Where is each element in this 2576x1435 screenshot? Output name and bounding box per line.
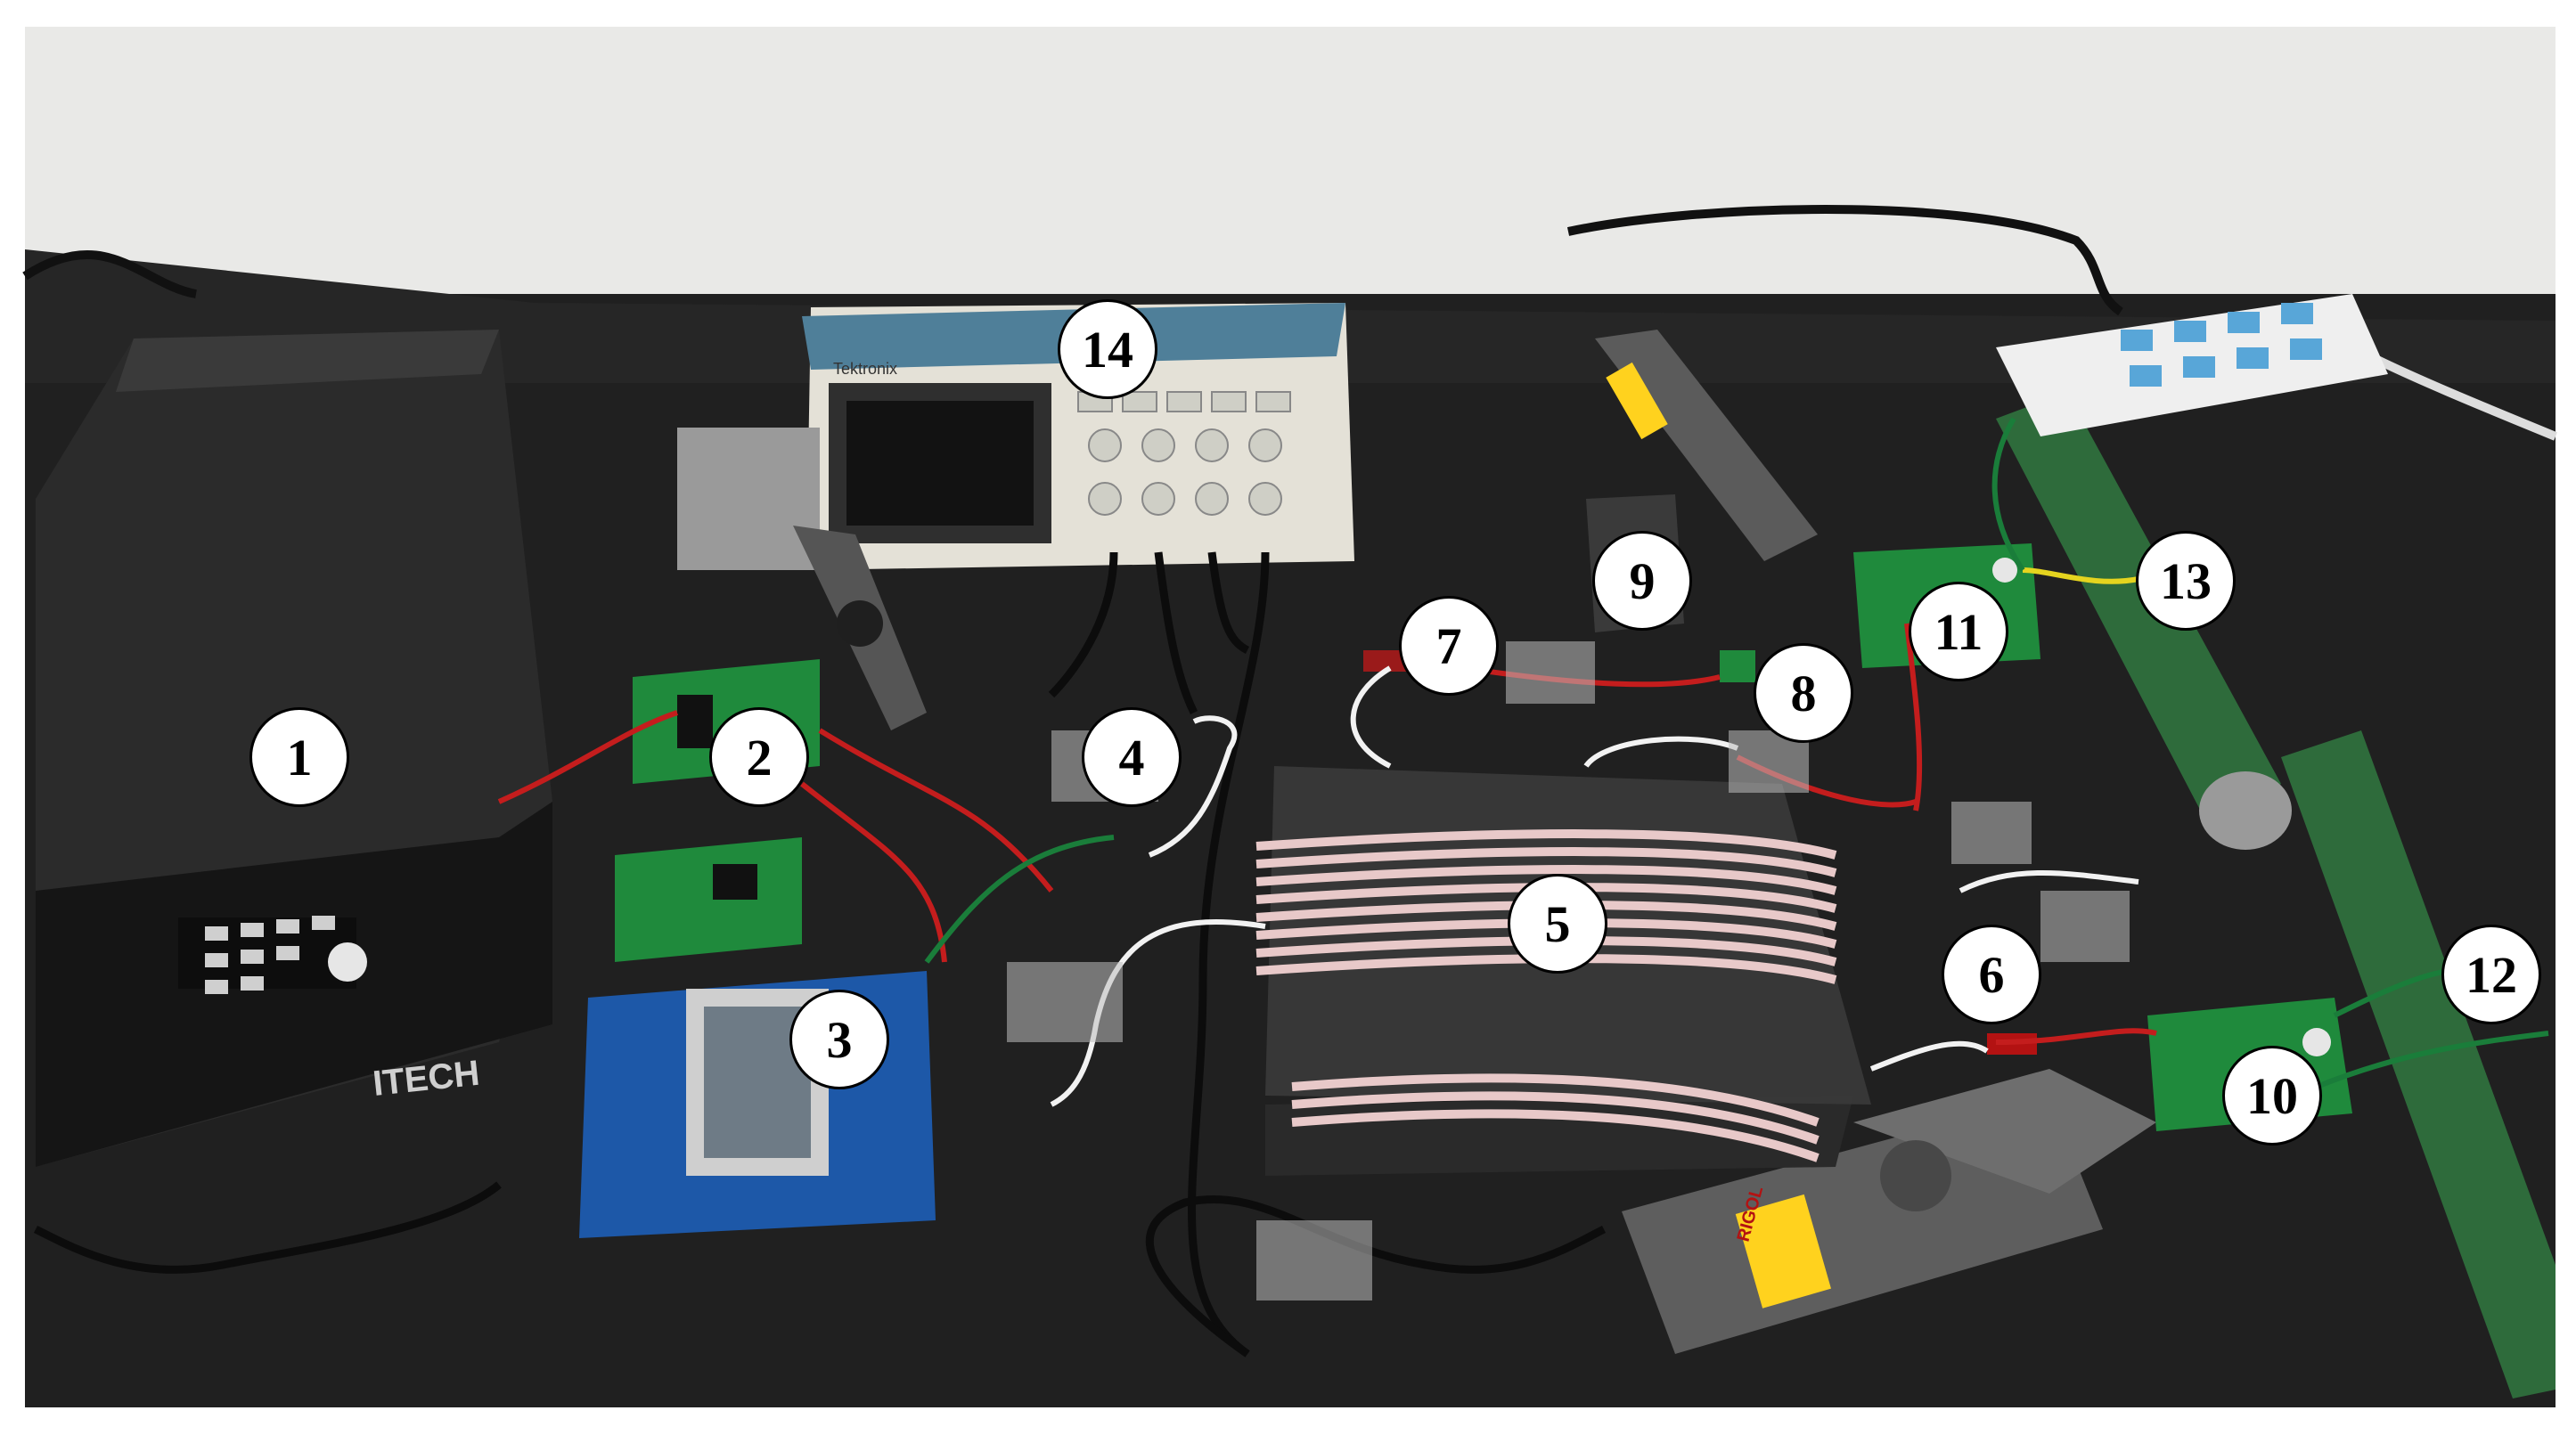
load-resistor-13 <box>1996 392 2292 850</box>
power-supply-box <box>677 428 820 570</box>
callout-11: 11 <box>1909 582 2008 681</box>
callout-12: 12 <box>2441 925 2541 1024</box>
callout-6: 6 <box>1942 925 2041 1024</box>
current-probe-left <box>793 526 927 730</box>
callout-2: 2 <box>709 707 809 807</box>
callout-4: 4 <box>1082 707 1182 807</box>
callout-9: 9 <box>1592 531 1692 631</box>
power-strip <box>1996 294 2388 436</box>
callout-1: 1 <box>249 707 349 807</box>
component-8 <box>1720 650 1755 682</box>
tektronix-logo: Tektronix <box>833 360 897 378</box>
dsp-board <box>579 971 936 1238</box>
callout-5: 5 <box>1508 874 1607 974</box>
callout-14: 14 <box>1058 299 1157 399</box>
callout-10: 10 <box>2222 1046 2322 1146</box>
callout-7: 7 <box>1399 596 1499 696</box>
callout-3: 3 <box>789 990 889 1089</box>
rigol-current-probe: RIGOL <box>1622 1069 2156 1354</box>
callout-8: 8 <box>1754 643 1853 743</box>
current-probe-top <box>1595 330 1818 561</box>
coil-assembly <box>1255 766 1871 1176</box>
callout-13: 13 <box>2136 531 2236 631</box>
load-resistor-12 <box>2281 730 2556 1398</box>
